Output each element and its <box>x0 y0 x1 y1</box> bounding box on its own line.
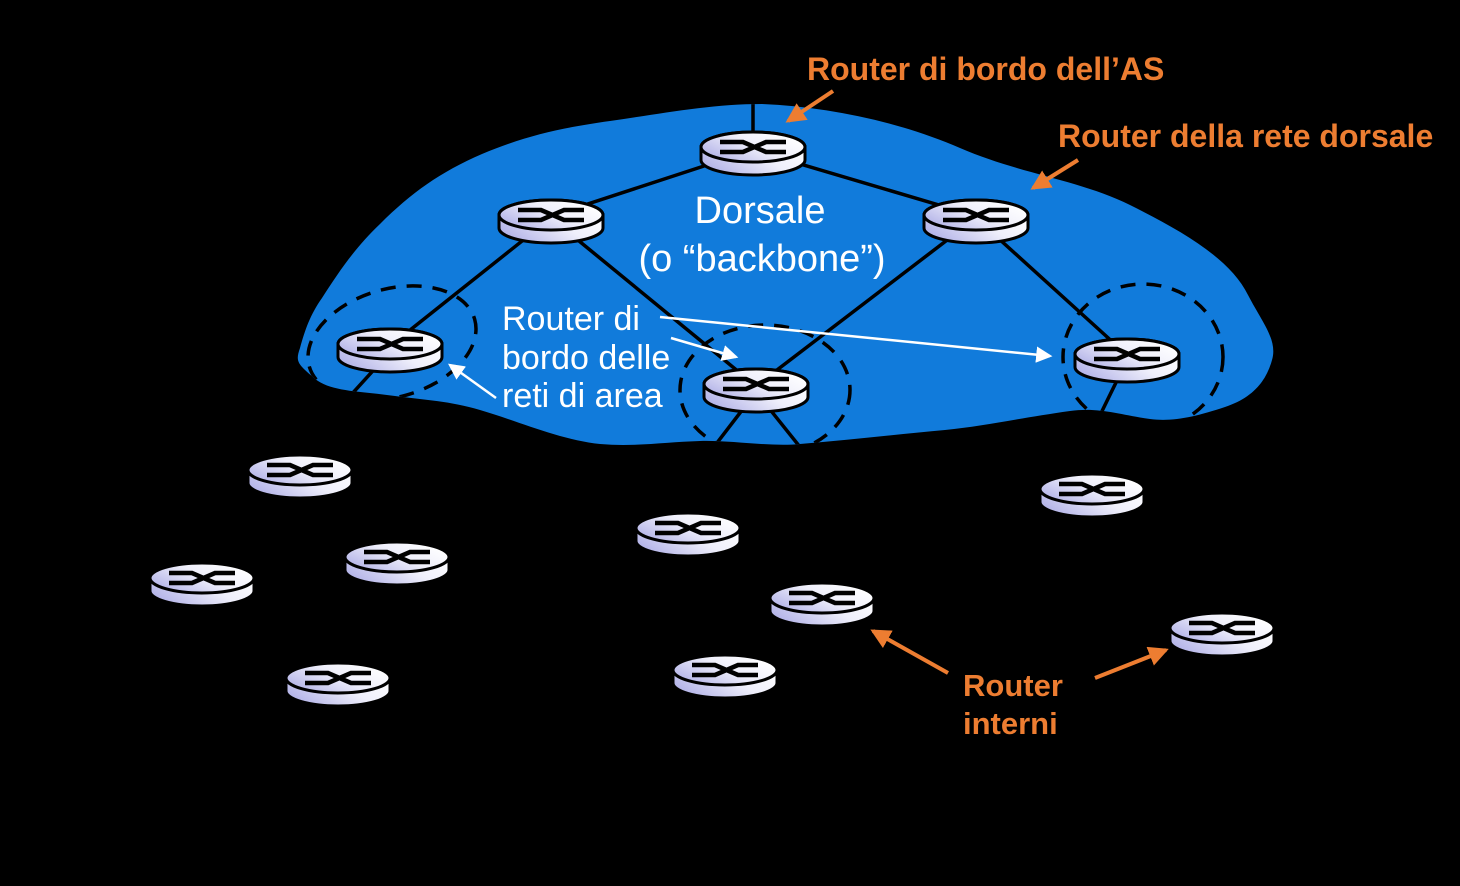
internal-router-icon <box>150 563 254 606</box>
label-area-border-1: Router di <box>502 300 640 338</box>
arrow-to-middle-area-border <box>670 336 739 361</box>
internal-router-icon <box>1040 474 1144 517</box>
label-area-border-2: bordo delle <box>502 339 670 377</box>
area-boundary-left <box>306 284 478 402</box>
as-border-router-icon <box>701 132 805 175</box>
arrow-to-right-area-border <box>659 315 1053 363</box>
label-as-border-router: Router di bordo dell’AS <box>807 51 1164 87</box>
area-border-router-left-icon <box>338 329 442 372</box>
arrow-to-as-border-router <box>785 89 835 123</box>
internal-router-icon <box>636 513 740 556</box>
internal-router-icon <box>248 455 352 498</box>
label-internal-routers-1: Router <box>963 668 1063 703</box>
backbone-router-left-icon <box>499 200 603 243</box>
internal-router-icon <box>770 583 874 626</box>
area-border-router-middle-icon <box>704 369 808 412</box>
link-right-areaM <box>754 216 978 388</box>
label-backbone-name-1: Dorsale <box>695 190 826 232</box>
label-backbone-name-2: (o “backbone”) <box>638 238 885 280</box>
orange-callout-arrows <box>785 89 1169 680</box>
white-callout-arrows <box>448 315 1053 400</box>
area-boundary-right <box>1061 282 1225 432</box>
internal-router-icon <box>673 655 777 698</box>
internal-routers-group <box>150 455 1274 706</box>
area-border-router-right-icon <box>1075 339 1179 382</box>
label-area-border-3: reti di area <box>502 377 663 415</box>
backbone-router-right-icon <box>924 200 1028 243</box>
area-boundary-middle <box>678 323 852 445</box>
label-internal-routers-2: interni <box>963 706 1058 741</box>
arrow-to-left-area-border <box>448 363 497 400</box>
arrow-to-internal-router-1 <box>870 629 949 675</box>
label-backbone-router: Router della rete dorsale <box>1058 118 1433 154</box>
arrow-to-internal-router-2 <box>1094 646 1169 680</box>
area-boundaries-group <box>306 282 1225 445</box>
internal-router-icon <box>286 663 390 706</box>
arrow-to-backbone-router <box>1030 158 1080 190</box>
internal-router-icon <box>1170 613 1274 656</box>
internal-router-icon <box>345 542 449 585</box>
